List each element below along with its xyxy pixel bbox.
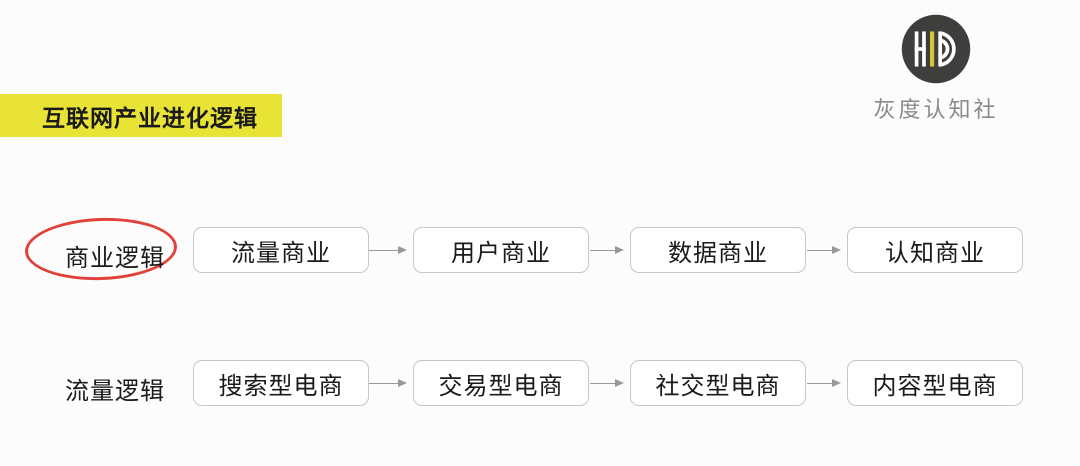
flow-box-traffic-business: 流量商业 — [193, 227, 369, 273]
row-label-business-logic: 商业逻辑 — [65, 245, 165, 272]
brand-logo: 灰度认知社 — [866, 12, 1006, 124]
page-title-highlight: 互联网产业进化逻辑 — [0, 94, 282, 137]
page-title: 互联网产业进化逻辑 — [42, 104, 258, 131]
hd-logo-icon — [899, 12, 973, 86]
brand-name: 灰度认知社 — [873, 97, 999, 122]
flow-arrow-icon — [590, 246, 624, 254]
flow-arrow-icon — [369, 379, 407, 387]
flow-box-content-ecommerce: 内容型电商 — [847, 360, 1023, 406]
flow-box-data-business: 数据商业 — [630, 227, 806, 273]
flow-arrow-icon — [369, 246, 407, 254]
flow-arrow-icon — [807, 246, 841, 254]
flow-box-user-business: 用户商业 — [413, 227, 589, 273]
flow-arrow-icon — [590, 379, 624, 387]
flow-box-cognition-business: 认知商业 — [847, 227, 1023, 273]
row-label-traffic-logic: 流量逻辑 — [65, 378, 165, 405]
flow-arrow-icon — [807, 379, 841, 387]
flow-box-search-ecommerce: 搜索型电商 — [193, 360, 369, 406]
flow-box-social-ecommerce: 社交型电商 — [630, 360, 806, 406]
flow-box-transaction-ecommerce: 交易型电商 — [413, 360, 589, 406]
